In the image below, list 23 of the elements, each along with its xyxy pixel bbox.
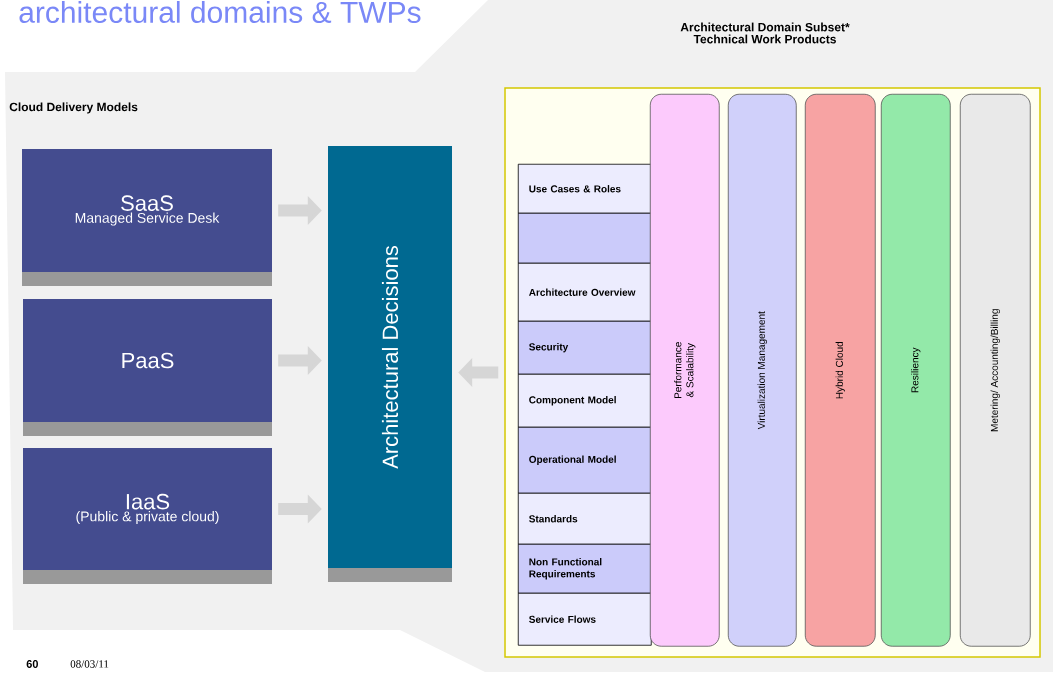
table-row: Architecture Overview [517,262,652,322]
domain-column: Virtualization Management [727,93,797,647]
panel-heading: Architectural Domain Subset* Technical Work Products [680,22,850,44]
table-row: Security [517,320,652,375]
slide-title: architectural domains & TWPs [19,1,421,23]
domain-column: Resiliency [880,93,951,647]
table-row: Standards [517,492,652,545]
domain-column: Hybrid Cloud [804,93,876,647]
service-model-box: IaaS (Public & private cloud) [23,448,272,584]
table-row: Use Cases & Roles [517,163,652,214]
domain-column: Performance & Scalability [649,93,720,647]
service-model-box: PaaS [23,299,272,436]
section-heading: Cloud Delivery Models [9,102,138,114]
date: 08/03/11 [70,660,109,668]
service-model-box: SaaS Managed Service Desk [22,149,272,286]
domain-column: Metering/ Accounting/Billing [959,93,1031,647]
page-number: 60 [26,660,38,668]
decision-column: Architectural Decisions [328,146,452,582]
table-row: Service Flows [517,592,652,646]
table-row [517,212,652,264]
table-row: Non Functional Requirements [517,543,652,594]
table-row: Component Model [517,373,652,428]
table-row: Operational Model [517,426,652,494]
